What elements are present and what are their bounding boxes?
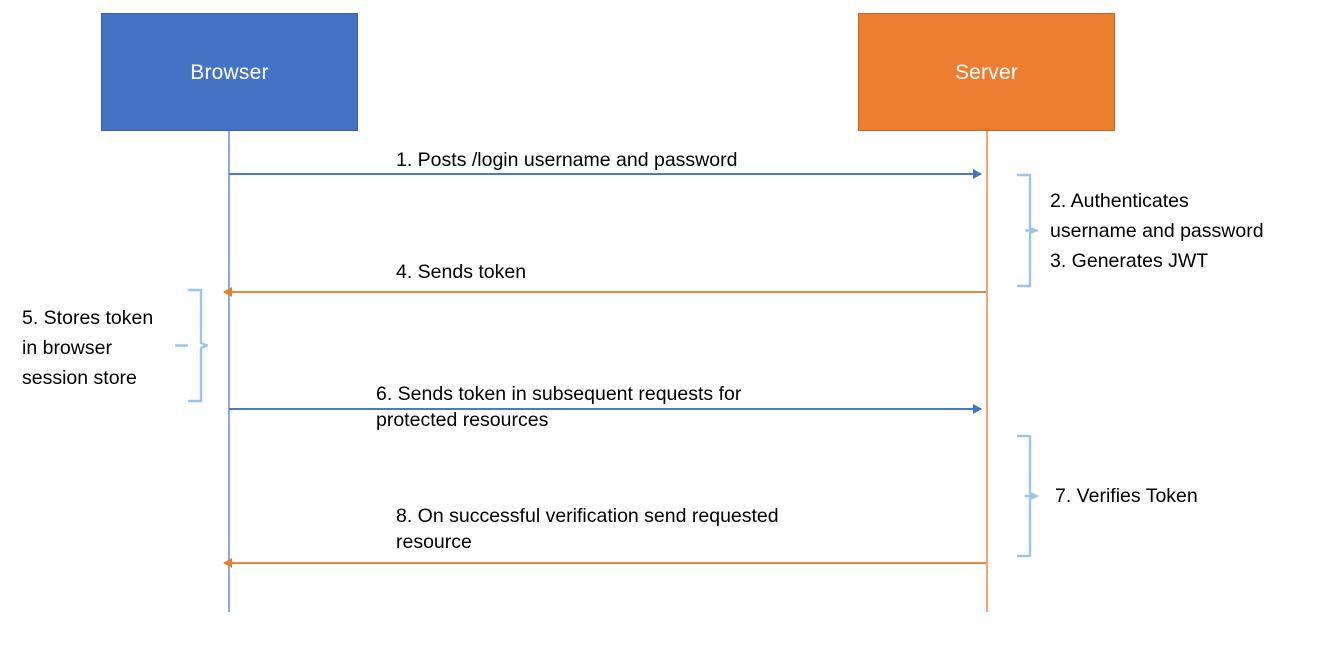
brace-server-auth [1004,173,1038,288]
message-1-arrow [229,169,982,179]
message-1-line [229,173,981,175]
lifeline-server [986,131,988,612]
message-6-arrowhead [973,404,982,414]
participant-server-label: Server [954,60,1019,84]
brace-browser-store [175,288,209,403]
message-6-arrow [229,404,982,414]
note-browser-store-label: 5. Stores token in browser session store [22,307,154,389]
brace-server-verify [1004,434,1038,558]
participant-browser-label: Browser [190,60,269,84]
message-4-arrowhead [223,287,232,297]
message-6-line [229,408,981,410]
message-8-arrowhead [223,558,232,568]
message-8-arrow [223,558,986,568]
message-4-arrow [223,287,986,297]
message-4-line [224,291,986,293]
message-8-label: 8. On successful verification send reque… [396,505,779,553]
message-4-label: 4. Sends token [396,261,527,283]
lifeline-browser [228,131,230,612]
message-1-label: 1. Posts /login username and password [396,149,738,171]
note-server-auth-label: 2. Authenticates username and password 3… [1050,190,1264,272]
message-8-line [224,562,986,564]
participant-server[interactable]: Server [858,13,1115,131]
participant-browser[interactable]: Browser [101,13,358,131]
message-1-arrowhead [973,169,982,179]
note-server-verify-label: 7. Verifies Token [1055,485,1198,507]
message-6-label: 6. Sends token in subsequent requests fo… [376,383,742,431]
